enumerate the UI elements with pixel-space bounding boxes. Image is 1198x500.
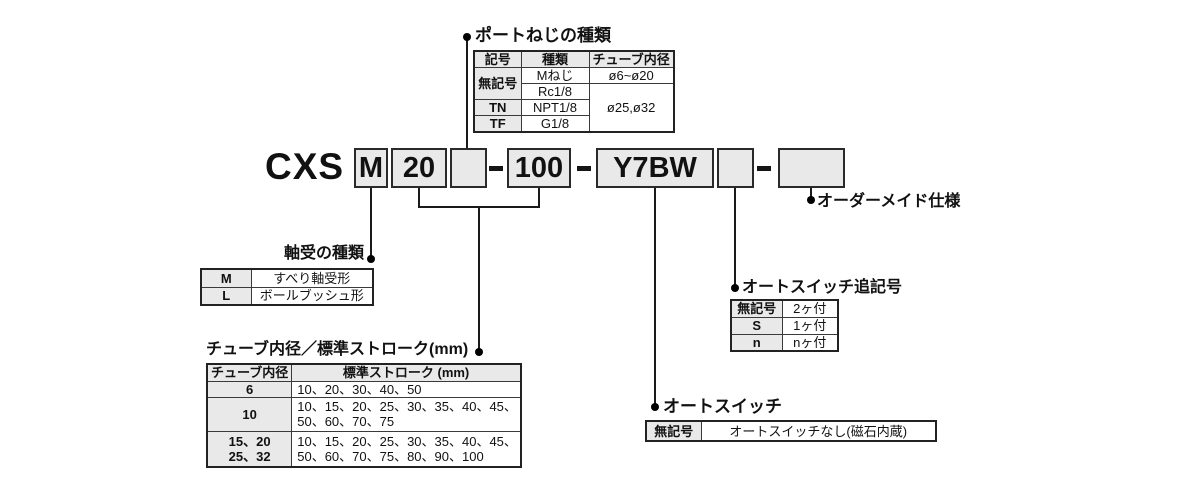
code-cell: 無記号 [730,299,783,318]
connector-switch-suffix [734,188,736,289]
table-row: n nヶ付 [730,333,839,352]
table-row: S 1ヶ付 [730,316,839,335]
bearing-table: M すべり軸受形 L ボールブッシュ形 [200,268,374,306]
stroke-line: 10、15、20、25、30、35、40、45、 [297,399,517,414]
order-made-label: オーダーメイド仕様 [817,193,961,210]
col-header-bore: チューブ内径 [206,363,293,382]
bore-stroke-title: チューブ内径／標準ストローク(mm) [206,341,469,358]
code-cell: L [200,286,252,306]
hyphen-separator [757,166,771,171]
bullet-bearing [367,255,375,263]
desc-cell: 1ヶ付 [781,316,839,335]
bore-cell: 6 [206,380,293,398]
table-row: 無記号 Mねじ ø6~ø20 [473,67,675,100]
desc-cell: 2ヶ付 [781,299,839,318]
code-cell: S [730,316,783,335]
stroke-code-box: 100 [507,148,571,188]
bore-line: 25、32 [228,448,271,464]
table-row: 15、20 25、32 10、15、20、25、30、35、40、45、 50、… [206,430,522,468]
stroke-cell: 10、15、20、25、30、35、40、45、 50、60、70、75 [291,396,522,432]
bullet-port-thread [463,33,471,41]
table-row: 6 10、20、30、40、50 [206,380,522,398]
desc-cell: すべり軸受形 [250,268,374,288]
code-cell: n [730,333,783,352]
stroke-line: 10、15、20、25、30、35、40、45、 [297,433,517,449]
hyphen-separator [577,166,591,171]
col-header-type: 種類 [520,50,590,68]
hyphen-separator [489,166,503,171]
type-cell: Mねじ [520,67,590,84]
switch-suffix-title: オートスイッチ追記号 [742,279,903,296]
connector-order-made [810,188,812,201]
bullet-bore-stroke [475,348,483,356]
table-row: M すべり軸受形 [200,268,374,288]
bracket-left [418,188,420,208]
bullet-switch-suffix [731,284,739,292]
stroke-line: 50、60、70、75 [297,414,395,429]
code-cell: TF [473,115,522,133]
bore-stroke-table: チューブ内径 標準ストローク (mm) 6 10、20、30、40、50 10 … [206,363,522,468]
desc-cell: オートスイッチなし(磁石内蔵) [700,420,937,442]
table-row: 10 10、15、20、25、30、35、40、45、 50、60、70、75 [206,396,522,432]
table-row: 無記号 2ヶ付 [730,299,839,318]
table-row: TF G1/8 [473,115,674,133]
stroke-line: 50、60、70、75、80、90、100 [297,448,484,464]
desc-cell: nヶ付 [781,333,839,352]
bearing-title: 軸受の種類 [283,245,364,262]
code-cell: TN [473,99,522,116]
switch-qty-code-box [717,148,754,188]
bullet-order-made [807,196,815,204]
table-row: TN NPT1/8 [473,99,674,116]
table-row: Rc1/8 ø25,ø32 [474,83,675,133]
stroke-cell: 10、15、20、25、30、35、40、45、 50、60、70、75、80、… [291,430,522,468]
port-thread-title: ポートねじの種類 [475,26,611,45]
bore-cell: ø6~ø20 [588,67,675,84]
autoswitch-table: 無記号 オートスイッチなし(磁石内蔵) [645,420,937,442]
col-header-stroke: 標準ストローク (mm) [291,363,522,382]
table-row: L ボールブッシュ形 [200,286,374,306]
connector-bearing [370,188,372,260]
autoswitch-code-box: Y7BW [596,148,714,188]
type-cell: G1/8 [520,115,590,133]
bullet-autoswitch [651,403,659,411]
connector-port-thread [466,37,468,148]
order-made-code-box [778,148,845,188]
code-cell: 無記号 [473,67,522,100]
type-cell: Rc1/8 [520,83,590,100]
table-row: 無記号 オートスイッチなし(磁石内蔵) [645,420,937,442]
bore-code-box: 20 [391,148,447,188]
port-thread-table: 記号 種類 チューブ内径 無記号 Mねじ ø6~ø20 Rc1/8 ø25,ø3… [473,50,675,133]
stroke-cell: 10、20、30、40、50 [291,380,522,398]
switch-suffix-table: 無記号 2ヶ付 S 1ヶ付 n nヶ付 [730,299,839,352]
part-number-prefix: CXS [265,146,345,187]
col-header-bore: チューブ内径 [588,50,675,68]
autoswitch-title: オートスイッチ [663,397,782,416]
type-cell: NPT1/8 [520,99,590,116]
connector-bore-stroke [478,206,480,352]
code-cell: M [200,268,252,288]
connector-autoswitch [654,188,656,408]
bore-cell: 10 [206,396,293,432]
bore-line: 15、20 [228,433,271,449]
bearing-code-box: M [354,148,388,188]
code-cell: 無記号 [645,420,702,442]
desc-cell: ボールブッシュ形 [250,286,374,306]
port-thread-code-box [450,148,487,188]
bracket-right [538,188,540,208]
col-header-code: 記号 [473,50,522,68]
bore-cell: 15、20 25、32 [206,430,293,468]
bore-cell: ø25,ø32 [588,83,675,133]
